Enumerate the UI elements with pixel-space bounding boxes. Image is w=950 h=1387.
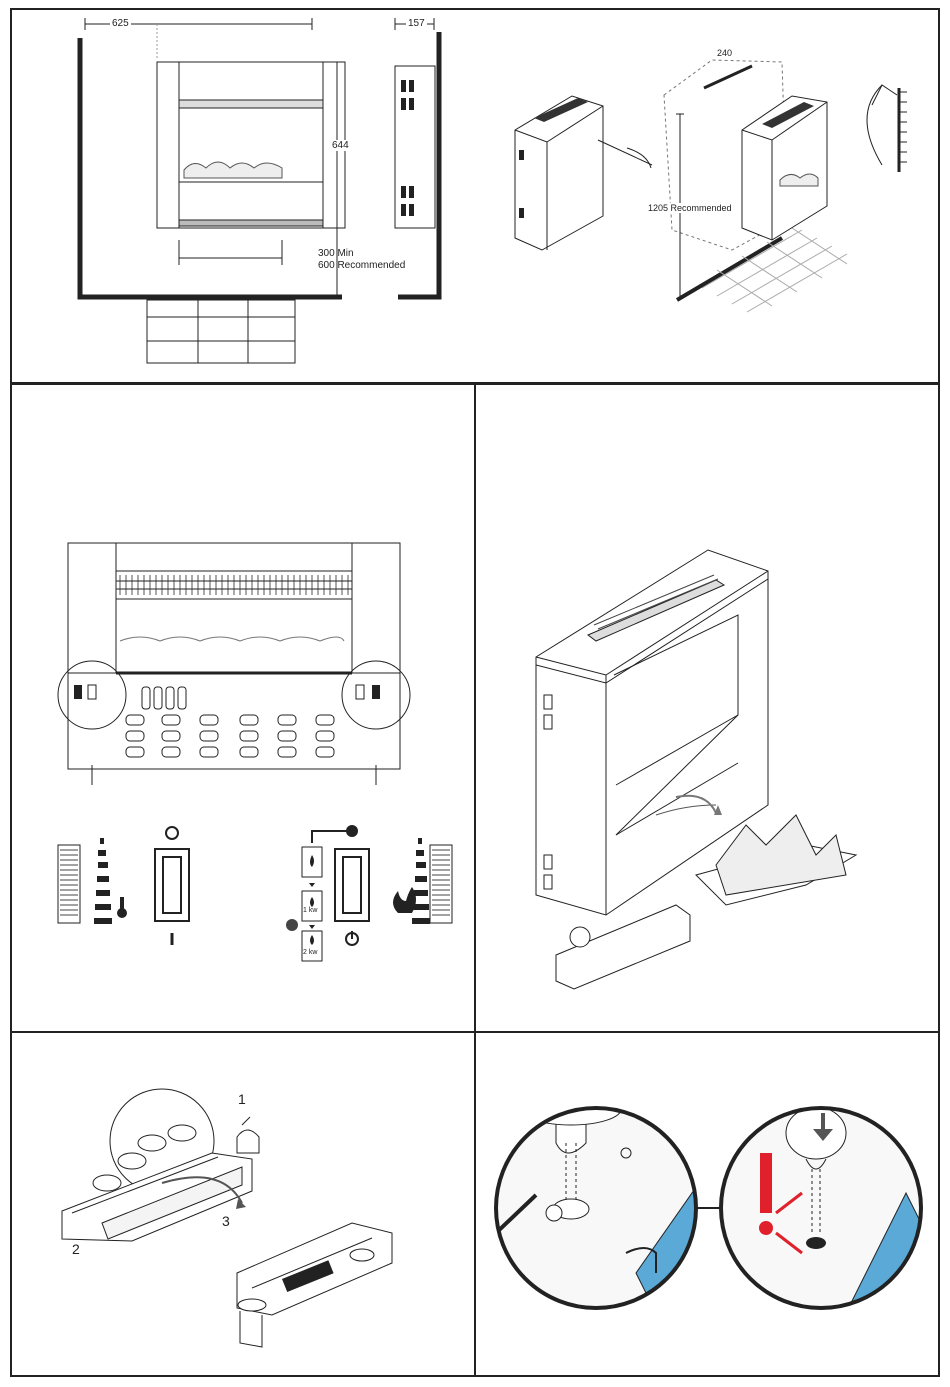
mount-height-label: 1205 Recommended <box>648 203 732 213</box>
power-2kw-label: 2 kw <box>303 949 317 956</box>
lamp-removal-drawing <box>12 1033 478 1379</box>
step-2-label: 2 <box>72 1241 80 1257</box>
width-dimension: 625 <box>110 18 131 29</box>
panel-lamp-removal: 1 2 3 <box>10 1031 476 1377</box>
dimension-drawing <box>12 10 942 386</box>
panel-controls: 1 kw 2 kw <box>10 383 476 1033</box>
fire-bracket-fixing <box>515 96 652 250</box>
panel-fuel-bed <box>474 383 940 1033</box>
bracket-width-label: 240 <box>717 48 732 58</box>
clearance-recommended-label: 600 Recommended <box>318 260 405 271</box>
step-3-label: 3 <box>222 1213 230 1229</box>
panel-dimensions-install: 625 157 644 300 Min 600 Recommended 240 … <box>10 8 940 384</box>
fire-installed <box>742 96 827 240</box>
height-dimension: 644 <box>330 140 351 151</box>
panel-lamp-detail <box>474 1031 940 1377</box>
warning-exclamation-icon <box>760 1153 772 1213</box>
controls-drawing <box>12 385 478 1035</box>
power-1kw-label: 1 kw <box>303 907 317 914</box>
clearance-min-label: 300 Min <box>318 248 354 259</box>
step-1-label: 1 <box>238 1091 246 1107</box>
lamp-detail-drawing <box>476 1033 942 1379</box>
bracket-detail <box>867 85 907 172</box>
depth-dimension: 157 <box>406 18 427 29</box>
fuel-bed-drawing <box>476 385 942 1035</box>
